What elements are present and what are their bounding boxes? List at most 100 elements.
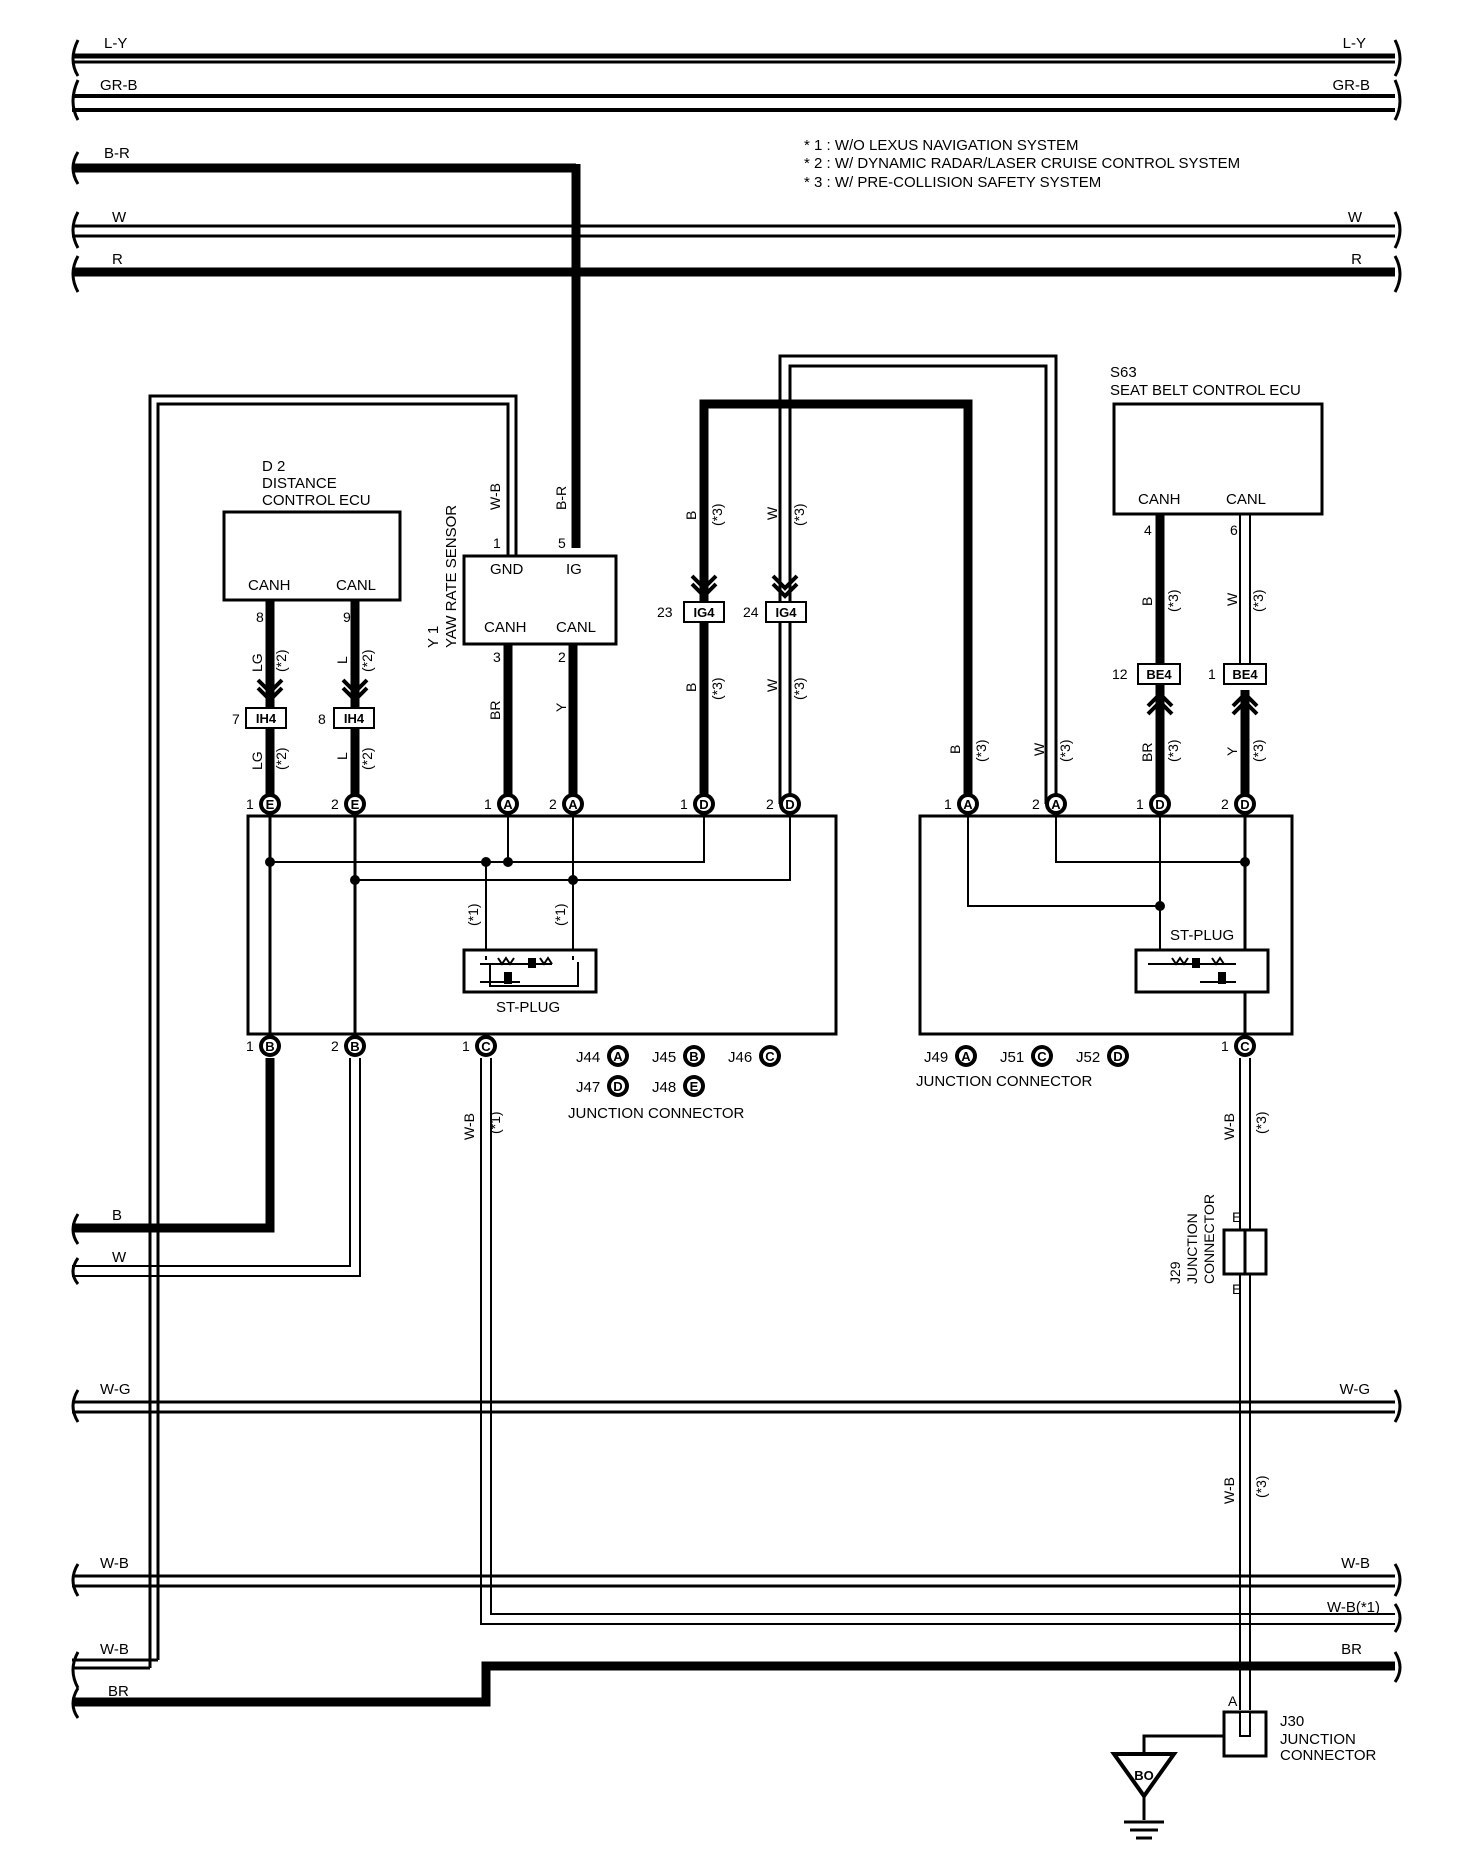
jcl-out-note: (*1) (487, 1111, 503, 1134)
bus-wb-label-right: W-B (1341, 1555, 1370, 1572)
j29-name-1: JUNCTION (1184, 1213, 1200, 1284)
junction-dots-left (265, 857, 578, 885)
y1-canl-wire-color: Y (553, 702, 569, 712)
d2-wires (245, 600, 375, 810)
note-2: * 2 : W/ DYNAMIC RADAR/LASER CRUISE CONT… (804, 155, 1240, 172)
jcr-top-pin-1-number: 2 (1032, 796, 1040, 812)
jcr-bottom-pin-hole (1238, 1039, 1252, 1053)
jcl-top-pin-5-letter: D (785, 797, 794, 812)
jcl-top-pin-3-letter: A (568, 797, 578, 812)
s63-box (1112, 402, 1324, 516)
legend-right-letter-1: A (961, 1049, 971, 1064)
bus-ly: L-Y L-Y (71, 35, 1402, 77)
ig4-pin-23: 23 (657, 604, 673, 620)
y1-code: Y 1 (425, 626, 442, 648)
s63-wires (1137, 514, 1267, 804)
d2-code: D 2 (262, 458, 285, 475)
legend-left-code-2: J45 (652, 1049, 676, 1066)
note-1: * 1 : W/O LEXUS NAVIGATION SYSTEM (804, 137, 1079, 154)
y1-pin-ig: 5 (558, 535, 566, 551)
d2-pin-canh: 8 (256, 609, 264, 625)
jcl-top-pin-4-number: 1 (680, 796, 688, 812)
y1-canh-wire-color: BR (487, 701, 503, 720)
jcr-top-pin-0-hole (961, 797, 975, 811)
jcr-a2-note: (*3) (1057, 739, 1073, 762)
ground-symbol (1110, 1734, 1224, 1840)
legend-left-letter-5: E (690, 1079, 699, 1094)
s63-pin-canl: 6 (1230, 522, 1238, 538)
y1-gnd: GND (490, 561, 524, 578)
j30-name-1: JUNCTION (1280, 1731, 1356, 1748)
y1-canl: CANL (556, 619, 596, 636)
jcl-top-pin-2-hole (501, 797, 515, 811)
bus-ly-label-left: L-Y (104, 35, 127, 52)
j29-pin-bottom: E (1232, 1281, 1241, 1297)
bus-grb: GR-B GR-B (71, 77, 1402, 121)
legend-left-code-3: J46 (728, 1049, 752, 1066)
bus-wg-label-left: W-G (100, 1381, 131, 1398)
d2-canl-wire-color-top: L (334, 656, 350, 664)
legend-left-name: JUNCTION CONNECTOR (568, 1105, 745, 1122)
be4-conn-2: BE4 (1232, 667, 1258, 682)
ih4-pin-7: 7 (232, 711, 240, 727)
j30-code: J30 (1280, 1713, 1304, 1730)
ig4-w-note-top: (*3) (791, 503, 807, 526)
d2-canl-note-bottom: (*2) (359, 747, 375, 770)
y1-yaw-rate-sensor: GND IG CANH CANL 1 5 3 2 Y 1 YAW RATE SE… (425, 505, 618, 665)
j30-pin: A (1228, 1693, 1238, 1709)
jcr-out-note-1: (*3) (1253, 1111, 1269, 1134)
d2-canh-note-bottom: (*2) (273, 747, 289, 770)
legend-left-letter-2: B (689, 1049, 698, 1064)
jcl-bottom-pin-2-letter: C (481, 1039, 491, 1054)
jcl-top-pin-4-letter: D (699, 797, 708, 812)
d2-name-2: CONTROL ECU (262, 492, 371, 509)
s63-name: SEAT BELT CONTROL ECU (1110, 382, 1301, 399)
legend-right-code-3: J52 (1076, 1049, 1100, 1066)
wire-b-left (71, 1058, 275, 1245)
ig4-b-note-bottom: (*3) (709, 677, 725, 700)
d2-canh-note-top: (*2) (273, 649, 289, 672)
jcr-top-pin-0-letter: A (963, 797, 973, 812)
s63-canh-wire: B (1139, 597, 1155, 606)
d2-distance-control-ecu: D 2 DISTANCE CONTROL ECU CANH CANL 8 9 (222, 458, 402, 625)
y1-pin-canl: 2 (558, 649, 566, 665)
jcl-bottom-pin-1-hole (348, 1039, 362, 1053)
jcr-top-pin-2-number: 1 (1136, 796, 1144, 812)
bus-w: W W (71, 209, 1402, 249)
jcr-a1-wire: B (947, 745, 963, 754)
jcr-bottom-pin-number: 1 (1221, 1038, 1229, 1054)
y1-ig: IG (566, 561, 582, 578)
jcr-top-pin-3-hole (1238, 797, 1252, 811)
legend-right-letter-3: D (1113, 1049, 1122, 1064)
bus-wb-left-label: W-B (100, 1641, 129, 1658)
bus-r-label-left: R (112, 251, 123, 268)
bus-br-label-left: BR (108, 1683, 129, 1700)
jcr-top-pin-3-number: 2 (1221, 796, 1229, 812)
jcl-top-pin-4-hole (697, 797, 711, 811)
jcl-top-pin-0-letter: E (266, 797, 275, 812)
jcr-a2-wire: W (1031, 742, 1047, 756)
j29-pin-top: E (1232, 1209, 1241, 1225)
jcl-bottom-pin-0-hole (263, 1039, 277, 1053)
jcl-top-pin-3-number: 2 (549, 796, 557, 812)
be4-pin-1: 1 (1208, 666, 1216, 682)
s63-canl-wire: W (1224, 592, 1240, 606)
ig4-b-note-top: (*3) (709, 503, 725, 526)
j29-code: J29 (1167, 1261, 1183, 1284)
wire-w-left-label: W (112, 1249, 127, 1266)
legend-right-name: JUNCTION CONNECTOR (916, 1073, 1093, 1090)
notes: * 1 : W/O LEXUS NAVIGATION SYSTEM * 2 : … (804, 137, 1240, 191)
bus-wg: W-G W-G (71, 1381, 1402, 1423)
legend-left-code-5: J48 (652, 1079, 676, 1096)
ig4-wires (683, 354, 1058, 804)
bus-w-label-left: W (112, 209, 127, 226)
junction-connector-right (918, 814, 1294, 1044)
legend-left-code-1: J44 (576, 1049, 600, 1066)
jcr-top-pin-2-letter: D (1155, 797, 1164, 812)
jcl-note-1a: (*1) (465, 903, 481, 926)
jcl-top-pin-2-letter: A (503, 797, 513, 812)
d2-canl-note-top: (*2) (359, 649, 375, 672)
jcr-a1-note: (*3) (973, 739, 989, 762)
y1-wires (503, 644, 578, 804)
jcl-bottom-pin-2-hole (479, 1039, 493, 1053)
